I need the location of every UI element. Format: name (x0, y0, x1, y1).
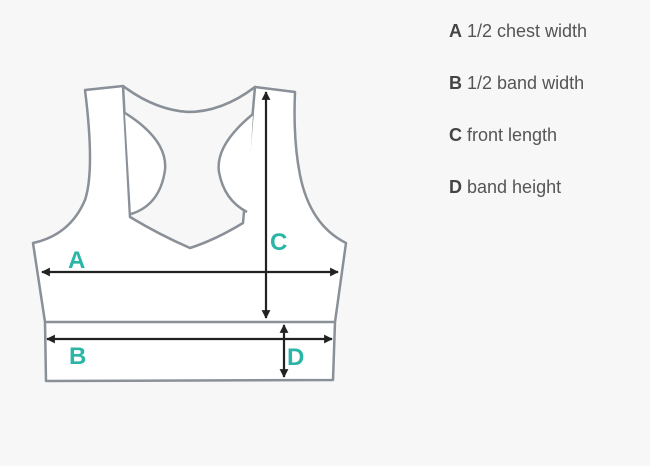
legend-key: D (449, 177, 462, 197)
legend-key: B (449, 73, 462, 93)
legend-text: 1/2 chest width (467, 21, 588, 41)
legend-text: front length (467, 125, 558, 145)
label-b: B (69, 343, 86, 370)
legend-key: C (449, 125, 462, 145)
legend-text: 1/2 band width (467, 73, 585, 93)
left-cutout (124, 111, 167, 216)
legend-text: band height (467, 177, 562, 197)
legend-key: A (449, 21, 462, 41)
label-d: D (287, 344, 304, 371)
label-c: C (270, 229, 287, 256)
right-cutout (217, 113, 254, 214)
label-a: A (68, 247, 85, 274)
